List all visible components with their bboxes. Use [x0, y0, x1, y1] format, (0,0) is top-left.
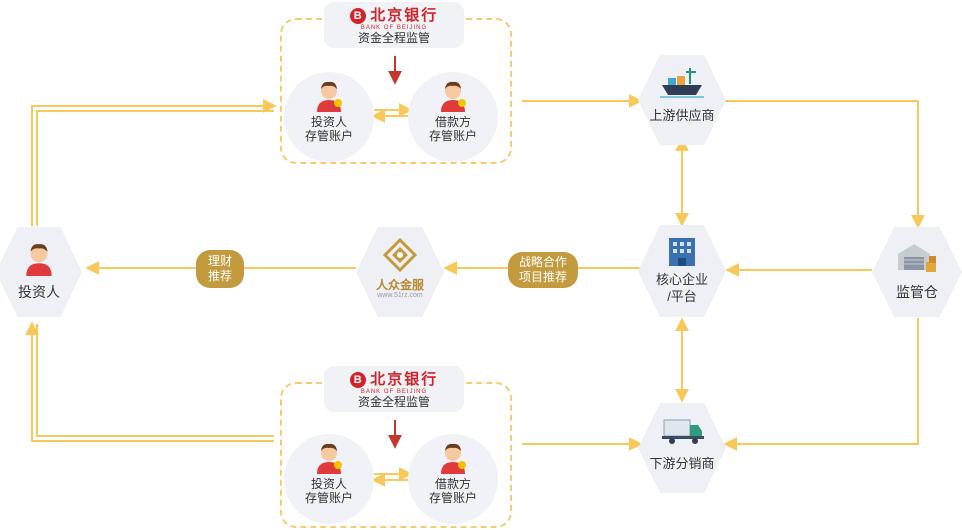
bank-english-name: BANK OF BEIJING: [360, 25, 428, 31]
account-label-line1: 借款方: [434, 115, 471, 129]
bottom-borrower-account: 借款方 存管账户: [408, 434, 498, 524]
person-icon: [26, 244, 52, 276]
investor-to-top-box-line-2: [36, 110, 274, 226]
investor-to-bottom-box-line: [25, 321, 274, 442]
account-label-line1: 借款方: [434, 477, 471, 491]
person-icon: [317, 81, 342, 112]
downstream-distributor-label: 下游分销商: [649, 456, 715, 471]
top-bank-card: B 北京银行 BANK OF BEIJING 资金全程监管: [324, 2, 464, 48]
bank-of-beijing-logo-icon: B: [349, 372, 366, 388]
finance-recommend-line2: 推荐: [207, 269, 232, 283]
person-icon: [441, 443, 466, 474]
investor-to-top-box-line: [31, 99, 277, 226]
bottom-investor-account: 投资人 存管账户: [284, 434, 374, 524]
warehouse-label: 监管仓: [896, 284, 938, 300]
delivery-truck-icon: [662, 419, 704, 444]
upstream-to-warehouse-line: [725, 100, 925, 229]
bank-of-beijing-logo-icon: B: [349, 8, 366, 24]
cargo-ship-icon: [660, 68, 704, 98]
strategy-partner-line2: 项目推荐: [518, 270, 567, 284]
account-label-line2: 存管账户: [428, 491, 477, 505]
bank-caption: 资金全程监管: [357, 395, 430, 409]
strategy-partner-line1: 战略合作: [518, 255, 567, 269]
investor-to-bottom-box-line-2: [36, 324, 274, 437]
warehouse-to-downstream-line: [723, 318, 919, 451]
warehouse-icon: [898, 244, 936, 272]
bank-english-name: BANK OF BEIJING: [360, 389, 428, 395]
platform-url: www.51rz.com: [377, 292, 423, 299]
platform-name: 人众金服: [375, 278, 424, 292]
downstream-distributor-node: [638, 402, 726, 494]
account-label-line1: 投资人: [310, 477, 347, 491]
bank-name: 北京银行: [370, 7, 439, 24]
bottom-bank-card: B 北京银行 BANK OF BEIJING 资金全程监管: [324, 366, 464, 412]
top-borrower-account: 借款方 存管账户: [408, 72, 498, 162]
core-enterprise-label-line1: 核心企业: [655, 272, 708, 287]
account-label-line2: 存管账户: [428, 129, 477, 143]
upstream-supplier-node: [638, 54, 726, 146]
person-icon: [441, 81, 466, 112]
investor-label: 投资人: [18, 284, 60, 300]
finance-recommend-line1: 理财: [207, 254, 232, 268]
upstream-supplier-label: 上游供应商: [649, 108, 715, 123]
account-label-line1: 投资人: [310, 115, 347, 129]
bank-name: 北京银行: [370, 371, 439, 388]
strategy-partner-badge: 战略合作 项目推荐: [508, 252, 578, 288]
renzhong-logo-icon: [383, 238, 417, 272]
account-label-line2: 存管账户: [304, 129, 353, 143]
office-building-icon: [669, 238, 695, 266]
top-investor-account: 投资人 存管账户: [284, 72, 374, 162]
account-label-line2: 存管账户: [304, 491, 353, 505]
person-icon: [317, 443, 342, 474]
bank-caption: 资金全程监管: [357, 31, 430, 45]
finance-recommend-badge: 理财 推荐: [196, 250, 244, 288]
core-enterprise-label-line2: /平台: [667, 289, 697, 304]
